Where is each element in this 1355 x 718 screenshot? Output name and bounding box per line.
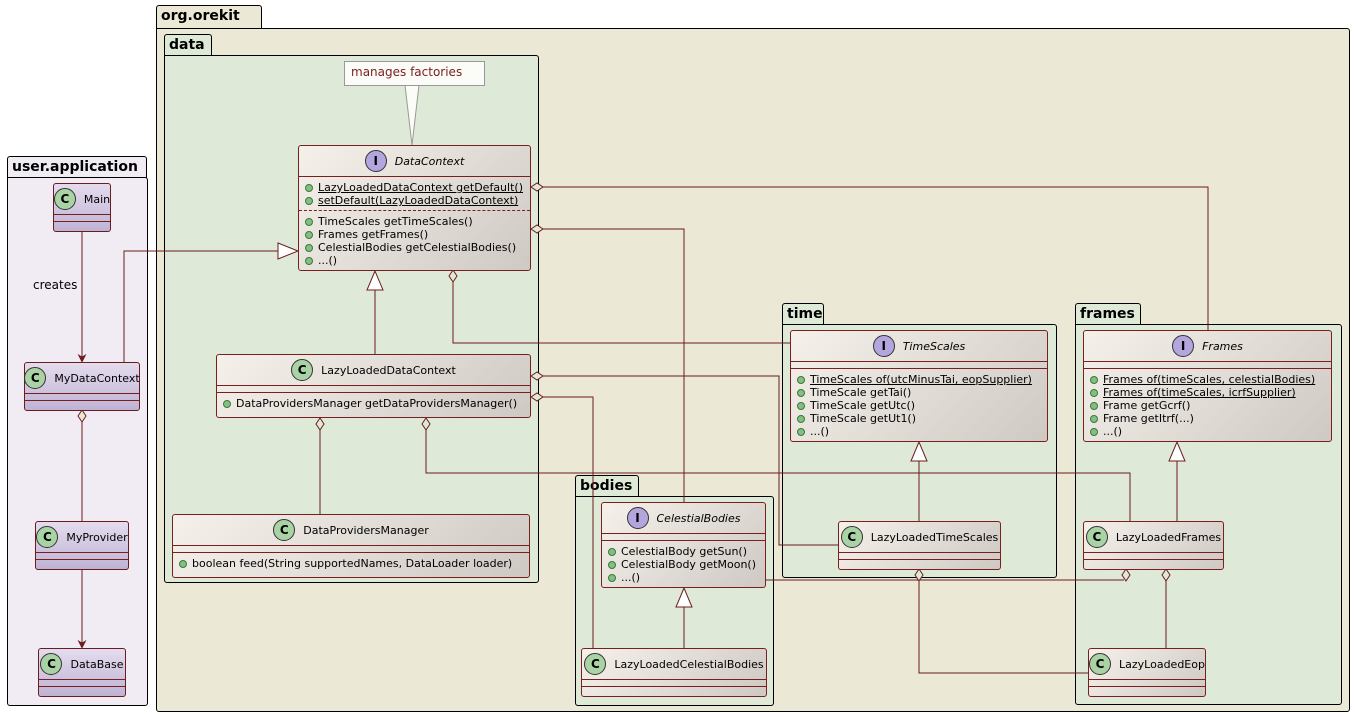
interface-icon: I xyxy=(1172,335,1195,357)
edge-lldc-llf xyxy=(425,430,1131,521)
package-tab-user-application: user.application xyxy=(7,156,147,178)
edge-datacontext-timescales xyxy=(452,281,790,344)
edge-lldc-llts xyxy=(542,375,838,546)
class-icon: C xyxy=(53,188,76,210)
package-tab-time: time xyxy=(782,303,824,325)
class-icon: C xyxy=(24,367,47,389)
note-manages-factories: manages factories xyxy=(344,61,485,86)
interface-icon: I xyxy=(872,335,895,357)
class-icon: C xyxy=(840,526,863,548)
package-data xyxy=(164,55,539,583)
class-icon: C xyxy=(1085,526,1108,548)
package-tab-frames: frames xyxy=(1075,303,1141,325)
interface-icon: I xyxy=(626,507,649,529)
edge-llts-lleop xyxy=(918,581,1088,674)
class-icon: C xyxy=(584,653,607,675)
class-icon: C xyxy=(40,653,63,675)
edge-datacontext-celestialbodies xyxy=(542,228,685,502)
class-icon: C xyxy=(291,359,314,381)
interface-icon: I xyxy=(364,150,387,172)
package-tab-data: data xyxy=(164,34,212,56)
label-creates: creates xyxy=(33,278,78,292)
package-tab-org-orekit: org.orekit xyxy=(156,5,262,29)
class-icon: C xyxy=(36,526,59,548)
class-icon: C xyxy=(1089,653,1112,675)
note-connector xyxy=(404,84,420,146)
class-icon: C xyxy=(273,519,296,541)
edge-mydatacontext-implements-datacontext xyxy=(123,250,280,362)
edge-lldc-llcb xyxy=(542,396,594,648)
edge-datacontext-frames xyxy=(542,186,1209,330)
